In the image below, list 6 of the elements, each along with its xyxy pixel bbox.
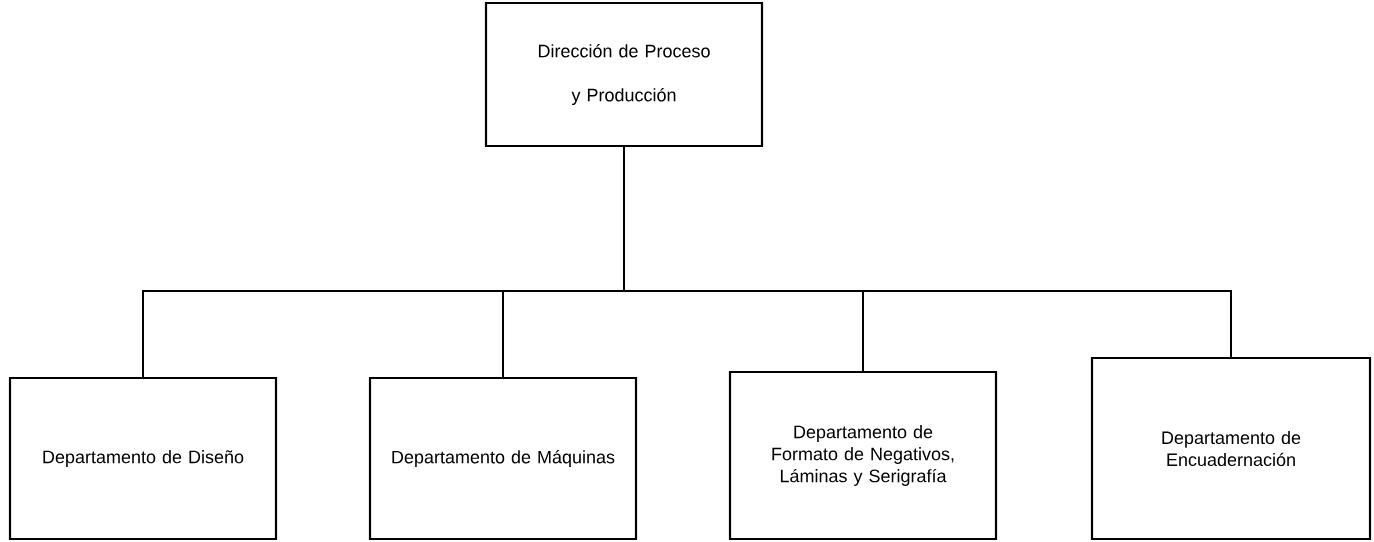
department-box: Departamento de Diseño [8,376,278,541]
department-box: Departamento de Máquinas [368,376,638,541]
department-box: Departamento de Formato de Negativos, Láminas y Serigrafía [728,370,998,541]
connector-line [623,146,1232,358]
director-box: Dirección de Proceso y Producción [484,1,764,148]
department-box: Departamento de Encuadernación [1090,356,1372,541]
